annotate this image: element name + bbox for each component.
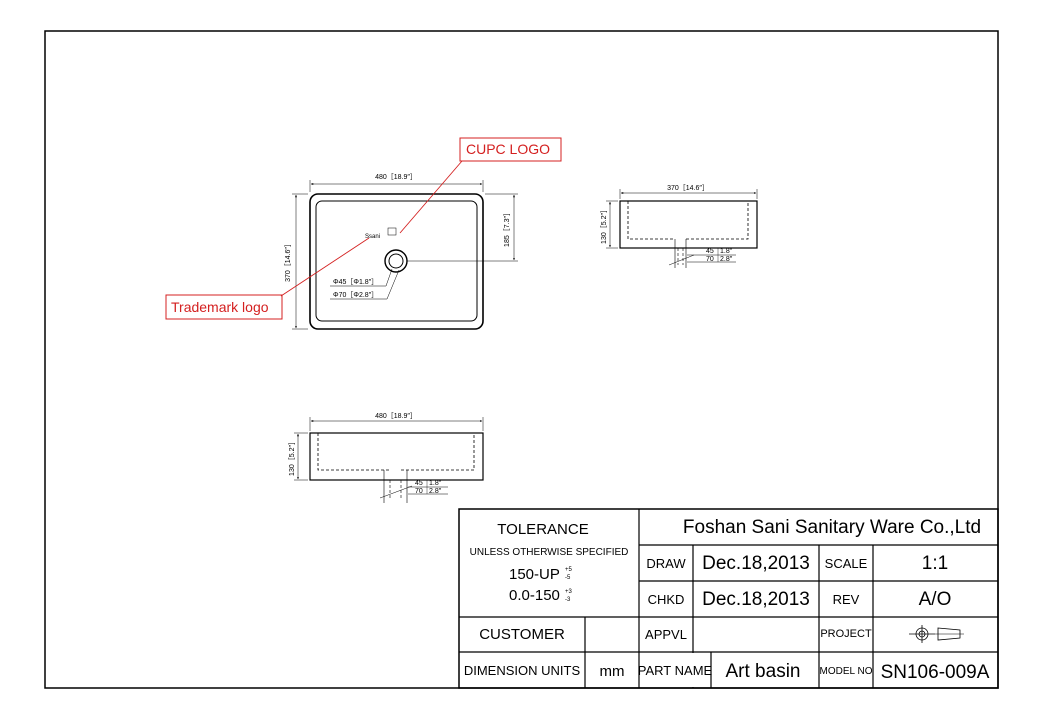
scale-value: 1:1 [922,553,948,574]
rev-label: REV [833,592,860,607]
dimension-units-label: DIMENSION UNITS [464,663,581,678]
right-drain-70: 70 [706,256,714,263]
top-view: Ssani 480［18.9″］ 370［14.6″］ 185［7.3″］ Φ4… [284,173,518,330]
right-side-view: 370［14.6″］ 130［5.2″］ 45 1.8″ 70 2.8″ [600,184,758,268]
projection-symbol-icon [909,625,964,643]
front-drain-45-in: 1.8″ [429,480,442,487]
tolerance-minus-1: -5 [565,575,571,581]
top-width-dimension: 480［18.9″］ [375,173,417,181]
tolerance-minus-2: -3 [565,597,571,603]
right-drain-45-in: 1.8″ [720,248,733,255]
right-height-dimension: 130［5.2″］ [600,206,608,244]
drain-outer-diameter: Φ70［Φ2.8″］ [333,291,378,299]
scale-label: SCALE [825,556,868,571]
model-no-value: SN106-009A [881,662,990,683]
front-side-body [309,432,484,481]
front-height-dimension: 130［5.2″］ [288,438,296,476]
cupc-logo-callout: CUPC LOGO [399,137,562,234]
title-block-text: TOLERANCE UNLESS OTHERWISE SPECIFIED 150… [464,517,990,683]
part-name-value: Art basin [726,661,801,682]
cupc-logo-label: CUPC LOGO [466,141,550,157]
project-label: PROJECT [820,628,872,640]
right-width-dimension: 370［14.6″］ [667,184,709,192]
part-name-label: PART NAME [638,663,713,678]
dimension-units-value: mm [600,663,625,680]
drain-outer-circle [384,249,408,273]
title-block [458,508,999,689]
tolerance-plus-2: +3 [565,589,573,595]
cupc-mark [387,227,397,236]
front-drain-45: 45 [415,480,423,487]
tolerance-heading: TOLERANCE [497,521,588,538]
drain-inner-circle [388,253,404,269]
chkd-label: CHKD [648,592,685,607]
draw-date: Dec.18,2013 [702,553,810,574]
model-no-label: MODEL NO [820,666,873,677]
right-side-body [619,200,758,249]
chkd-date: Dec.18,2013 [702,589,810,610]
drain-offset-dimension: 185［7.3″］ [503,209,511,247]
basin-outer-outline [309,193,484,330]
appvl-label: APPVL [645,627,687,642]
front-width-dimension: 480［18.9″］ [375,412,417,420]
front-side-view: 480［18.9″］ 130［5.2″］ 45 1.8″ 70 2.8″ [288,412,484,503]
rev-value: A/O [919,589,952,610]
draw-label: DRAW [646,556,686,571]
tolerance-range-2: 0.0-150 [509,587,560,604]
front-drain-70: 70 [415,488,423,495]
customer-label: CUSTOMER [479,626,565,643]
front-drain-70-in: 2.8″ [429,488,442,495]
company-name: Foshan Sani Sanitary Ware Co.,Ltd [683,517,981,538]
trademark-mark: Ssani [365,234,380,240]
tolerance-plus-1: +5 [565,567,573,573]
tolerance-range-1: 150-UP [509,566,560,583]
top-depth-dimension: 370［14.6″］ [284,240,292,282]
unless-specified: UNLESS OTHERWISE SPECIFIED [470,547,629,558]
trademark-logo-callout: Trademark logo [165,237,370,320]
drain-inner-diameter: Φ45［Φ1.8″］ [333,278,378,286]
right-drain-70-in: 2.8″ [720,256,733,263]
right-drain-45: 45 [706,248,714,255]
trademark-logo-label: Trademark logo [171,299,269,315]
